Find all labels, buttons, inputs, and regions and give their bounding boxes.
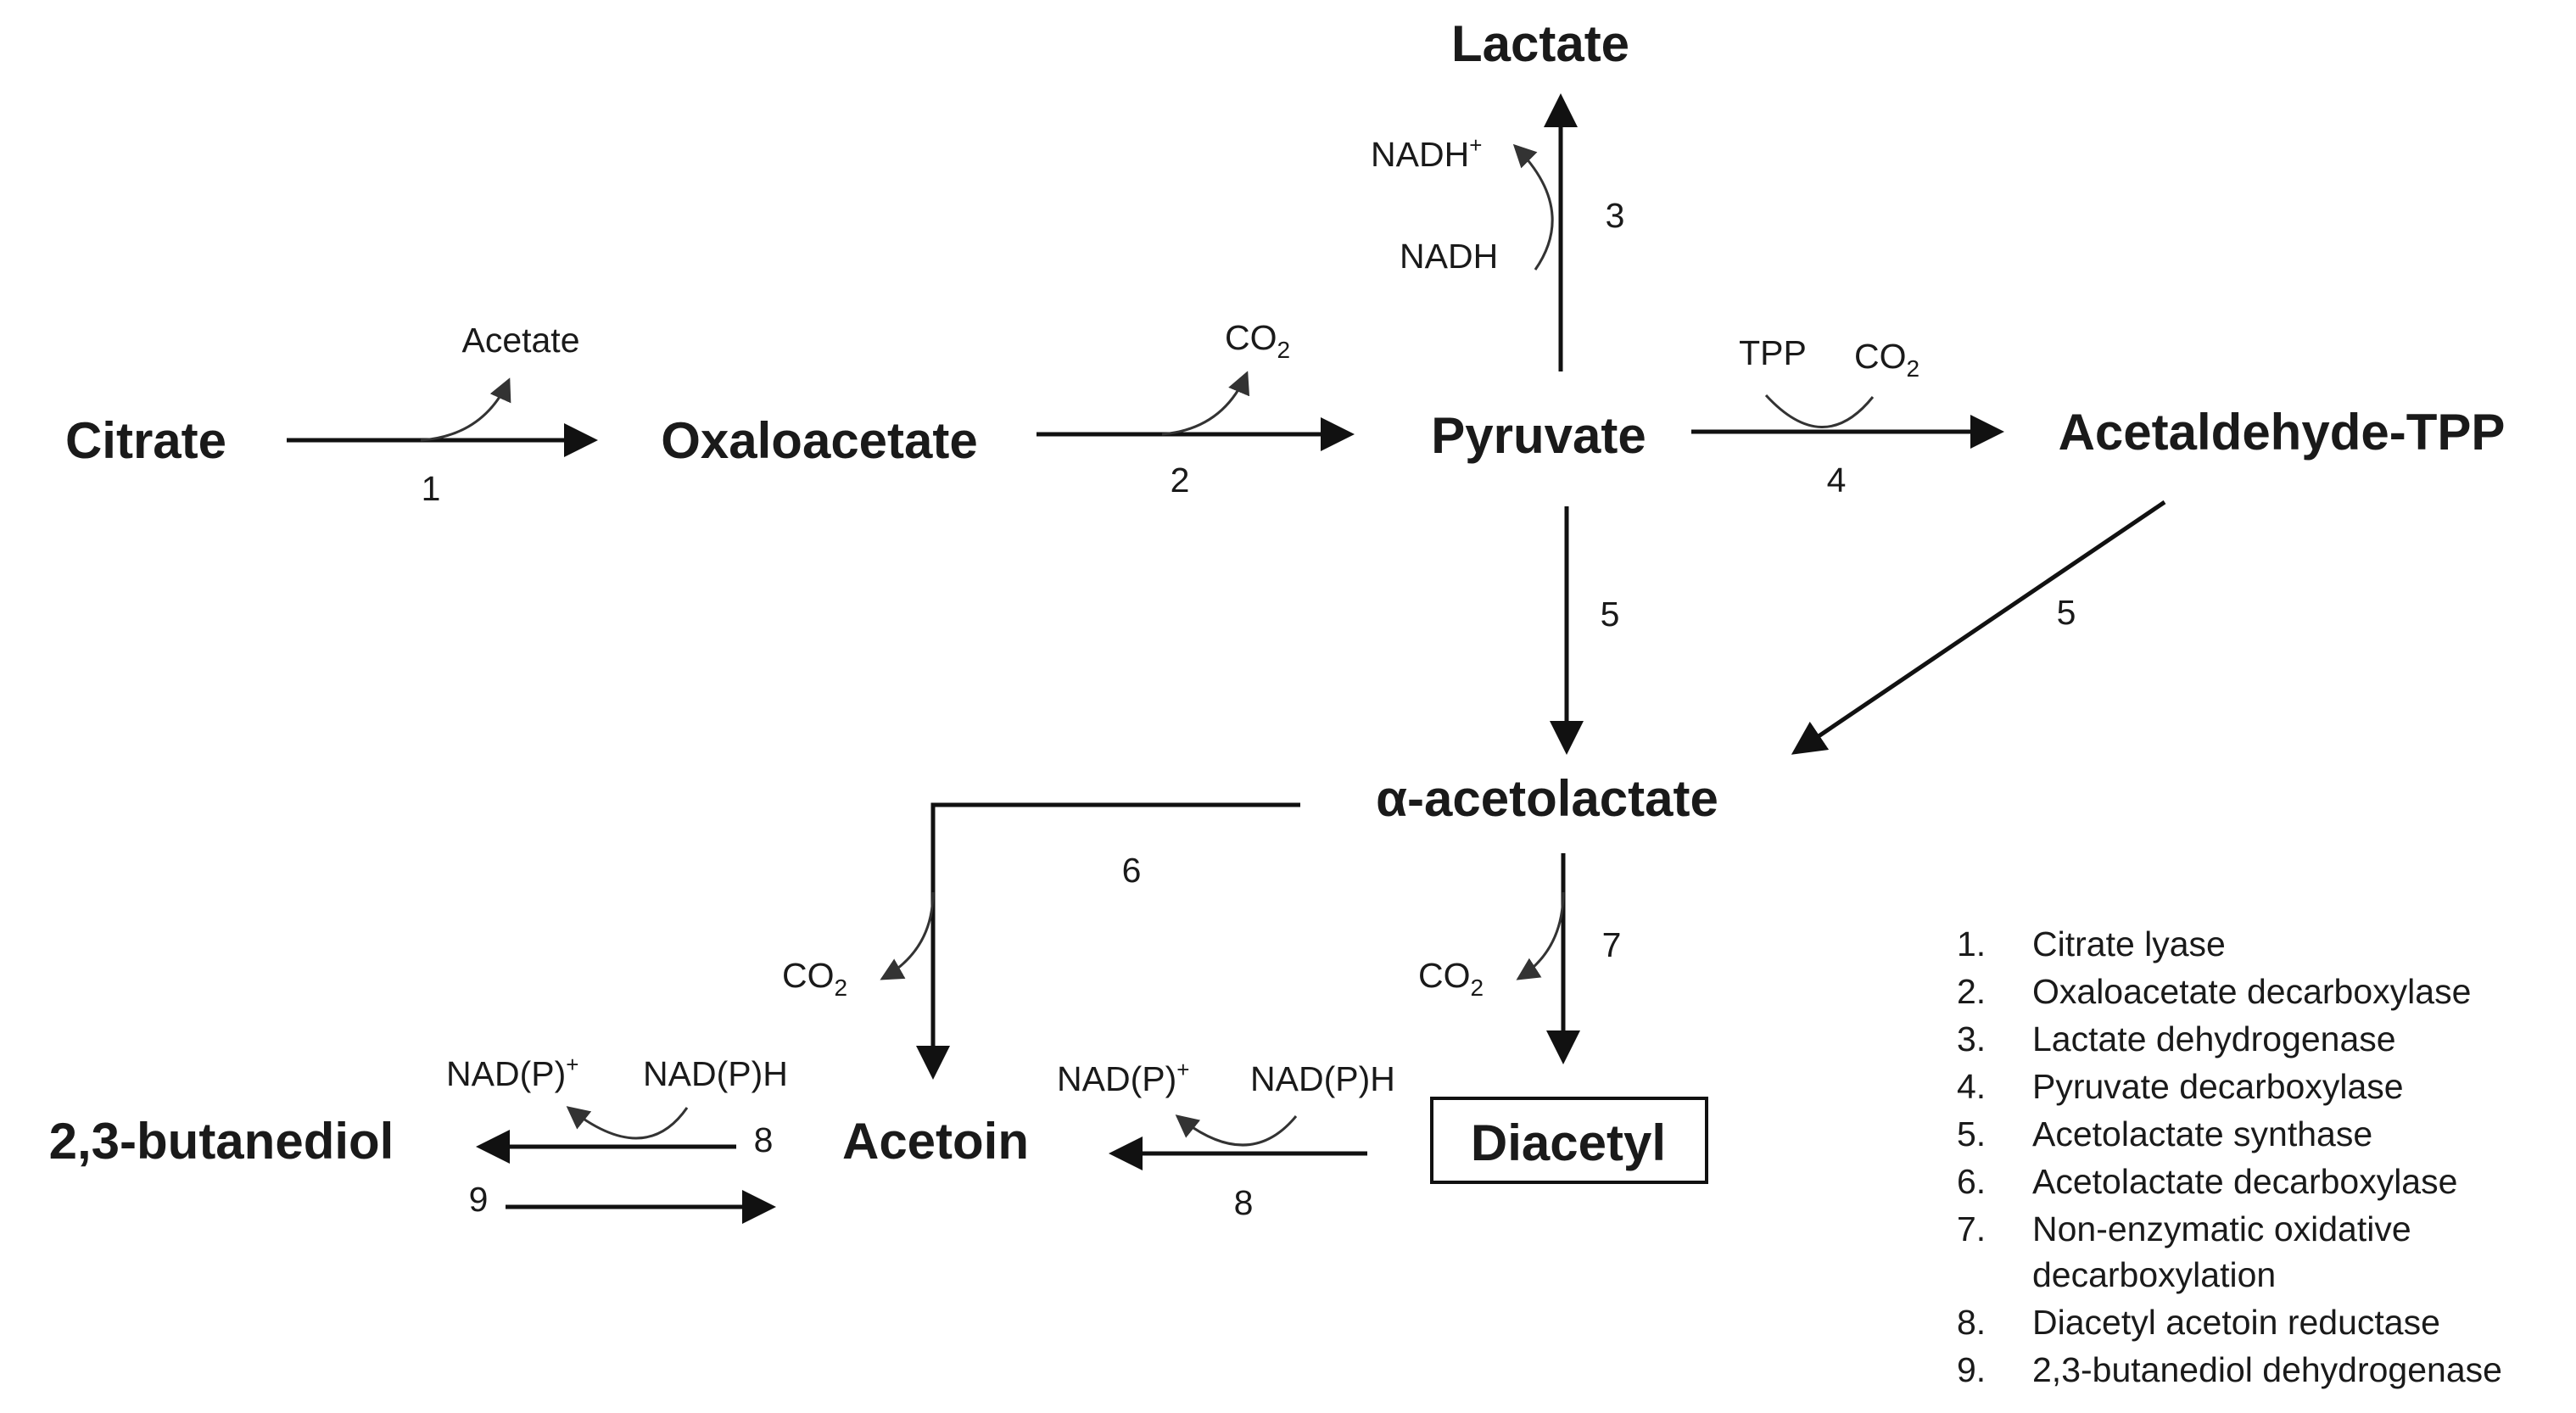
legend-item: Diacetyl acetoin reductase (2032, 1303, 2440, 1342)
node-pyruvate: Pyruvate (1431, 407, 1646, 464)
cofactor-tpp: TPP (1739, 333, 1807, 372)
step-number-5a: 5 (1601, 595, 1620, 634)
cofactor-nadp-plus-8a: NAD(P)+ (1057, 1057, 1189, 1098)
step-number-8b: 8 (754, 1120, 774, 1159)
legend-number: 2. (1957, 972, 1986, 1011)
cofactor-nadp-plus-8b: NAD(P)+ (446, 1052, 578, 1093)
enzyme-legend: 1. Citrate lyase 2. Oxaloacetate decarbo… (1957, 924, 2502, 1389)
node-acetoin: Acetoin (842, 1113, 1029, 1170)
step-number-5b: 5 (2057, 593, 2076, 632)
cofactor-co2-6: CO2 (782, 956, 847, 1001)
step-number-9: 9 (469, 1180, 489, 1219)
arrow-nadph-oxidation-8b (566, 1106, 689, 1140)
legend-number: 9. (1957, 1350, 1986, 1389)
legend-number: 4. (1957, 1067, 1986, 1106)
legend-item: Citrate lyase (2032, 924, 2226, 963)
step-number-1: 1 (422, 469, 441, 508)
node-lactate: Lactate (1451, 15, 1629, 72)
legend-item-continued: decarboxylation (2032, 1255, 2276, 1294)
node-diacetyl: Diacetyl (1471, 1114, 1666, 1171)
arrow-step-6 (916, 802, 1300, 1080)
legend-number: 8. (1957, 1303, 1986, 1342)
step-number-7: 7 (1602, 925, 1622, 964)
legend-item: Oxaloacetate decarboxylase (2032, 972, 2471, 1011)
legend-number: 1. (1957, 924, 1986, 963)
arrow-co2-release-7 (1516, 891, 1565, 980)
cofactor-co2-2: CO2 (1225, 318, 1290, 363)
node-alpha-acetolactate: α-acetolactate (1376, 770, 1718, 827)
arrow-acetate-release (420, 377, 511, 442)
arrow-co2-release-6 (880, 891, 935, 980)
step-number-3: 3 (1606, 196, 1625, 235)
cofactor-nadph-8a: NAD(P)H (1250, 1059, 1395, 1098)
diacetyl-box (1430, 1097, 1708, 1184)
arrow-nadph-oxidation-8a (1175, 1114, 1298, 1147)
cofactor-acetate: Acetate (461, 321, 579, 360)
arrow-nadh-oxidation (1512, 143, 1554, 271)
legend-number: 3. (1957, 1019, 1986, 1058)
cofactor-co2-4: CO2 (1854, 337, 1919, 382)
step-number-4: 4 (1827, 461, 1847, 500)
legend-item: Pyruvate decarboxylase (2032, 1067, 2404, 1106)
legend-item: Lactate dehydrogenase (2032, 1019, 2396, 1058)
node-oxaloacetate: Oxaloacetate (661, 412, 978, 469)
legend-number: 7. (1957, 1209, 1986, 1248)
step-number-6: 6 (1122, 851, 1142, 890)
arrow-step-5-diagonal (1791, 500, 2166, 755)
cofactor-nadh-plus: NADH+ (1371, 132, 1482, 174)
legend-item: Non-enzymatic oxidative (2032, 1209, 2411, 1248)
cofactor-nadph-8b: NAD(P)H (643, 1054, 788, 1093)
step-number-2: 2 (1171, 461, 1190, 500)
legend-item: Acetolactate synthase (2032, 1114, 2372, 1153)
cofactor-nadh: NADH (1400, 237, 1498, 276)
arrow-tpp-co2 (1764, 394, 1875, 428)
node-citrate: Citrate (65, 412, 226, 469)
legend-item: Acetolactate decarboxylase (2032, 1162, 2457, 1201)
step-number-8a: 8 (1234, 1183, 1254, 1222)
node-acetaldehyde-tpp: Acetaldehyde-TPP (2059, 404, 2506, 461)
arrow-co2-release-2 (1161, 371, 1250, 436)
legend-item: 2,3-butanediol dehydrogenase (2032, 1350, 2502, 1389)
legend-number: 6. (1957, 1162, 1986, 1201)
cofactor-co2-7: CO2 (1418, 956, 1484, 1001)
legend-number: 5. (1957, 1114, 1986, 1153)
node-butanediol: 2,3-butanediol (49, 1113, 394, 1170)
